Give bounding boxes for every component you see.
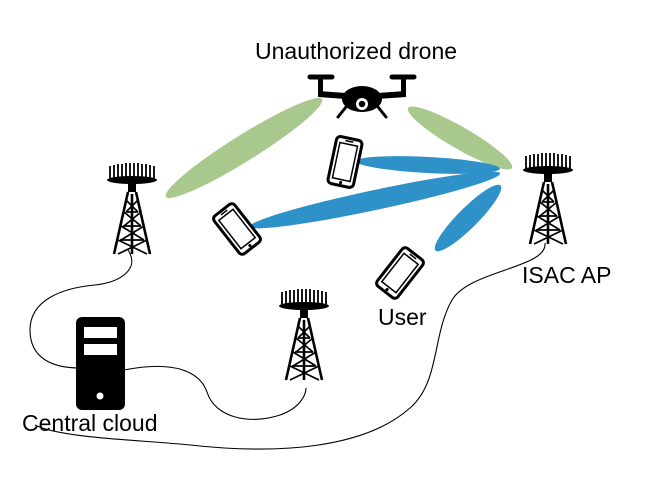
comm-beam-user-phone: [434, 184, 502, 252]
comm-beam-top-phone: [356, 156, 500, 174]
cell-tower-icon: [521, 151, 575, 246]
label-isac-ap: ISAC AP: [522, 262, 612, 288]
server-icon: [76, 317, 125, 410]
cable-isac-cloud: [34, 242, 546, 450]
cable-cloud-middle-tower: [123, 365, 307, 420]
label-user: User: [378, 304, 427, 330]
communication-beams: [249, 156, 502, 252]
sensing-beam-left: [165, 98, 323, 198]
sensing-beam-right: [407, 106, 513, 170]
cable-left-tower-cloud: [29, 249, 133, 369]
drone-icon: [307, 74, 417, 119]
smartphone-icon: [210, 200, 264, 258]
comm-beam-left-phone: [249, 171, 501, 229]
label-unauthorized-drone: Unauthorized drone: [255, 38, 458, 64]
backhaul-cables: [29, 242, 546, 450]
label-central-cloud: Central cloud: [22, 410, 158, 436]
smartphone-icon: [373, 244, 427, 302]
cell-tower-icon: [277, 287, 331, 382]
sensing-beams: [165, 98, 513, 198]
smartphone-icon: [325, 134, 365, 190]
cell-tower-icon: [105, 161, 159, 256]
